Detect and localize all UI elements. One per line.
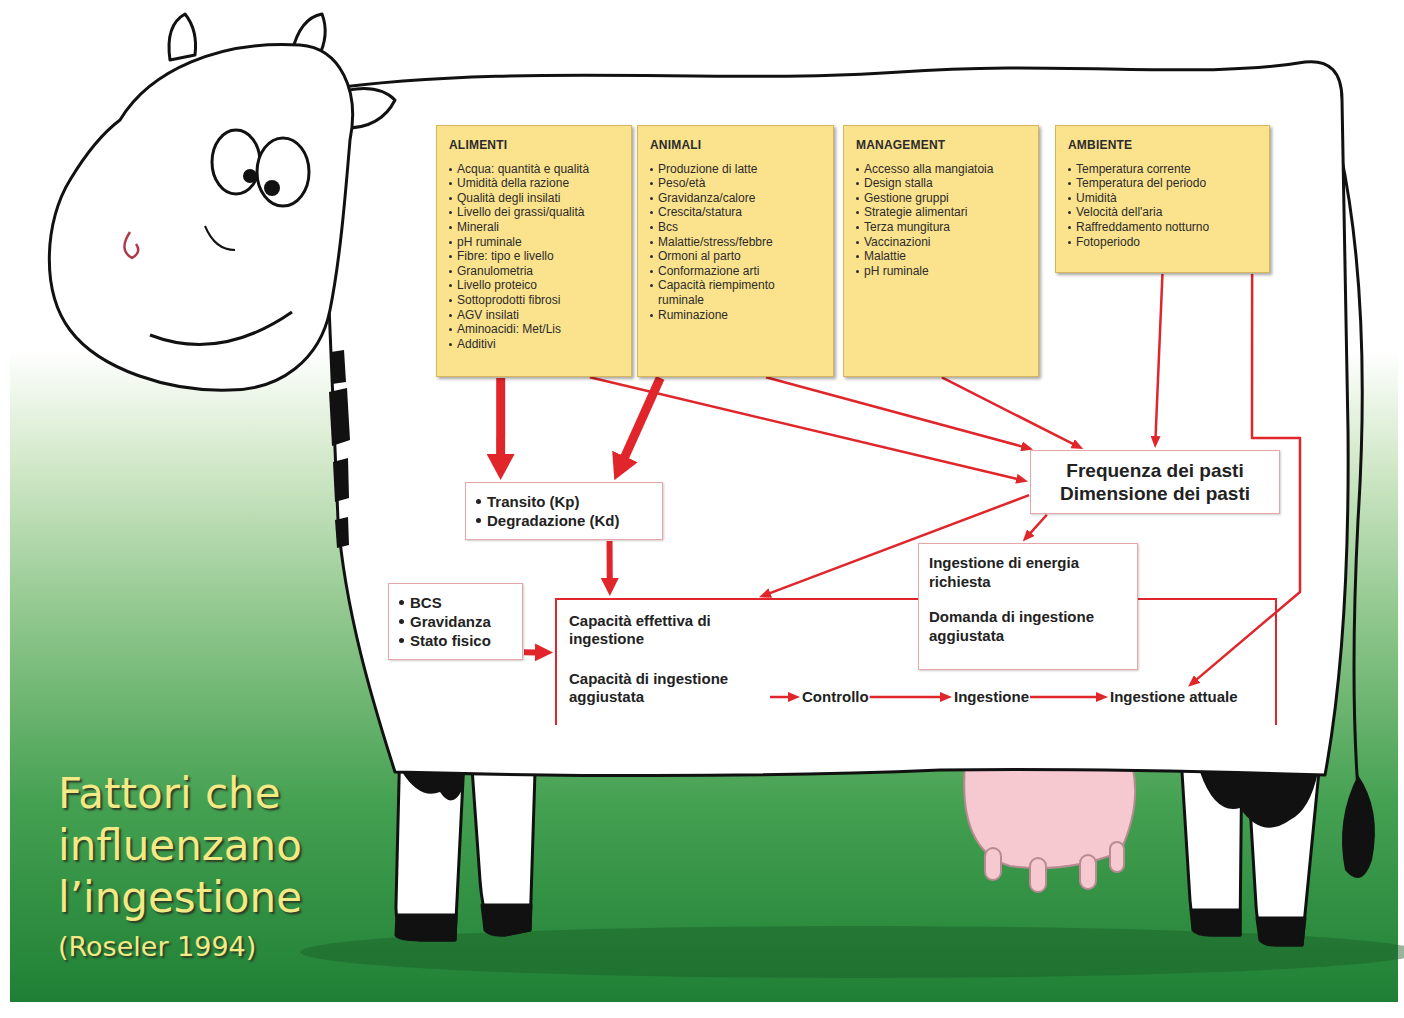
box-text: Controllo (802, 688, 869, 706)
list-item: Crescita/statura (650, 205, 823, 220)
flow-arrow (770, 696, 789, 699)
flow-arrow (1030, 696, 1097, 699)
flow-arrow (942, 377, 1074, 444)
list-item: Vaccinazioni (856, 235, 1028, 250)
flow-step: Ingestione (954, 688, 1029, 706)
factor-box: ANIMALI Produzione di lattePeso/etàGravid… (637, 125, 834, 377)
list-item: Gravidanza (399, 612, 512, 631)
list-item: Acqua: quantità e qualità (449, 162, 621, 177)
box-heading: ALIMENTI (449, 138, 621, 153)
flow-arrow (607, 541, 613, 579)
list-item: Bcs (650, 220, 823, 235)
flow-arrow (870, 696, 941, 699)
flow-arrow (1156, 274, 1163, 437)
box-text: Capacità di ingestione aggiustata (569, 670, 769, 706)
list-item: Velocità dell'aria (1068, 205, 1259, 220)
flow-arrow (1030, 515, 1047, 534)
list-item: Umidità della razione (449, 176, 621, 191)
box-text: Dimensione dei pasti (1041, 482, 1269, 505)
list-item: Capacità riempimento ruminale (650, 278, 823, 307)
demand-box: Ingestione di energia richiestaDomanda d… (918, 543, 1138, 670)
rate-box: Transito (Kp)Degradazione (Kd) (465, 482, 663, 540)
list-item: Strategie alimentari (856, 205, 1028, 220)
list-item: Livello proteico (449, 278, 621, 293)
list-item: BCS (399, 593, 512, 612)
list-item: pH ruminale (856, 264, 1028, 279)
box-heading: MANAGEMENT (856, 138, 1028, 153)
list-item: Qualità degli insilati (449, 191, 621, 206)
list-item: Produzione di latte (650, 162, 823, 177)
list-item: Additivi (449, 337, 621, 352)
flow-step: Ingestione attuale (1110, 688, 1238, 706)
cow-neck-spots (329, 350, 350, 548)
diagram-caption: (Roseler 1994) (58, 930, 378, 964)
list-item: pH ruminale (449, 235, 621, 250)
factor-box: ALIMENTI Acqua: quantità e qualitàUmidità… (436, 125, 632, 377)
list-item: Temperatura del periodo (1068, 176, 1259, 191)
list-item: Fotoperiodo (1068, 235, 1259, 250)
list-item: Gestione gruppi (856, 191, 1028, 206)
intake-bracket: Capacità effettiva di ingestioneCapacità… (555, 598, 1277, 725)
box-text: Ingestione di energia richiesta (929, 553, 1127, 591)
background (10, 0, 1398, 1002)
box-heading: ANIMALI (650, 138, 823, 153)
box-text: Ingestione attuale (1110, 688, 1238, 706)
list-item: Design stalla (856, 176, 1028, 191)
list-item: Aminoacidi: Met/Lis (449, 322, 621, 337)
list-item: Ruminazione (650, 308, 823, 323)
list-item: Granulometria (449, 264, 621, 279)
box-text: Ingestione (954, 688, 1029, 706)
list-item: Livello dei grassi/qualità (449, 205, 621, 220)
list-item: Ormoni al parto (650, 249, 823, 264)
list-item: Terza mungitura (856, 220, 1028, 235)
cow-body (320, 62, 1348, 776)
box-text: Capacità effettiva di ingestione (569, 612, 749, 648)
list-item: Temperatura corrente (1068, 162, 1259, 177)
list-item: Fibre: tipo e livello (449, 249, 621, 264)
status-box: BCSGravidanzaStato fisico (388, 583, 523, 660)
cow-leg-spots (402, 772, 1318, 828)
flow-step: Controllo (802, 688, 869, 706)
diagram-title: Fattori che influenzano l’ingestione (58, 768, 368, 924)
list-item: Malattie/stress/febbre (650, 235, 823, 250)
list-item: Umidità (1068, 191, 1259, 206)
factor-box: MANAGEMENT Accesso alla mangiatoiaDesign … (843, 125, 1039, 377)
list-item: Conformazione arti (650, 264, 823, 279)
list-item: Peso/età (650, 176, 823, 191)
box-text: Frequenza dei pasti (1041, 459, 1269, 482)
box-heading: AMBIENTE (1068, 138, 1259, 153)
list-item: Malattie (856, 249, 1028, 264)
list-item: Raffreddamento notturno (1068, 220, 1259, 235)
meal-box: Frequenza dei pastiDimensione dei pasti (1030, 450, 1280, 514)
list-item: Gravidanza/calore (650, 191, 823, 206)
cow-head (49, 14, 395, 390)
list-item: Transito (Kp) (476, 492, 652, 511)
box-text: Domanda di ingestione aggiustata (929, 607, 1127, 645)
list-item: Minerali (449, 220, 621, 235)
list-item: Sottoprodotti fibrosi (449, 293, 621, 308)
flow-step: Capacità di ingestione aggiustata (569, 670, 769, 706)
cow-udder (964, 765, 1135, 892)
factor-box: AMBIENTE Temperatura correnteTemperatura … (1055, 125, 1270, 273)
list-item: Stato fisico (399, 631, 512, 650)
flow-arrow (524, 649, 536, 655)
flow-arrow (766, 377, 1022, 446)
list-item: AGV insilati (449, 308, 621, 323)
flow-arrow (496, 378, 505, 455)
list-item: Accesso alla mangiatoia (856, 162, 1028, 177)
list-item: Degradazione (Kd) (476, 511, 652, 530)
